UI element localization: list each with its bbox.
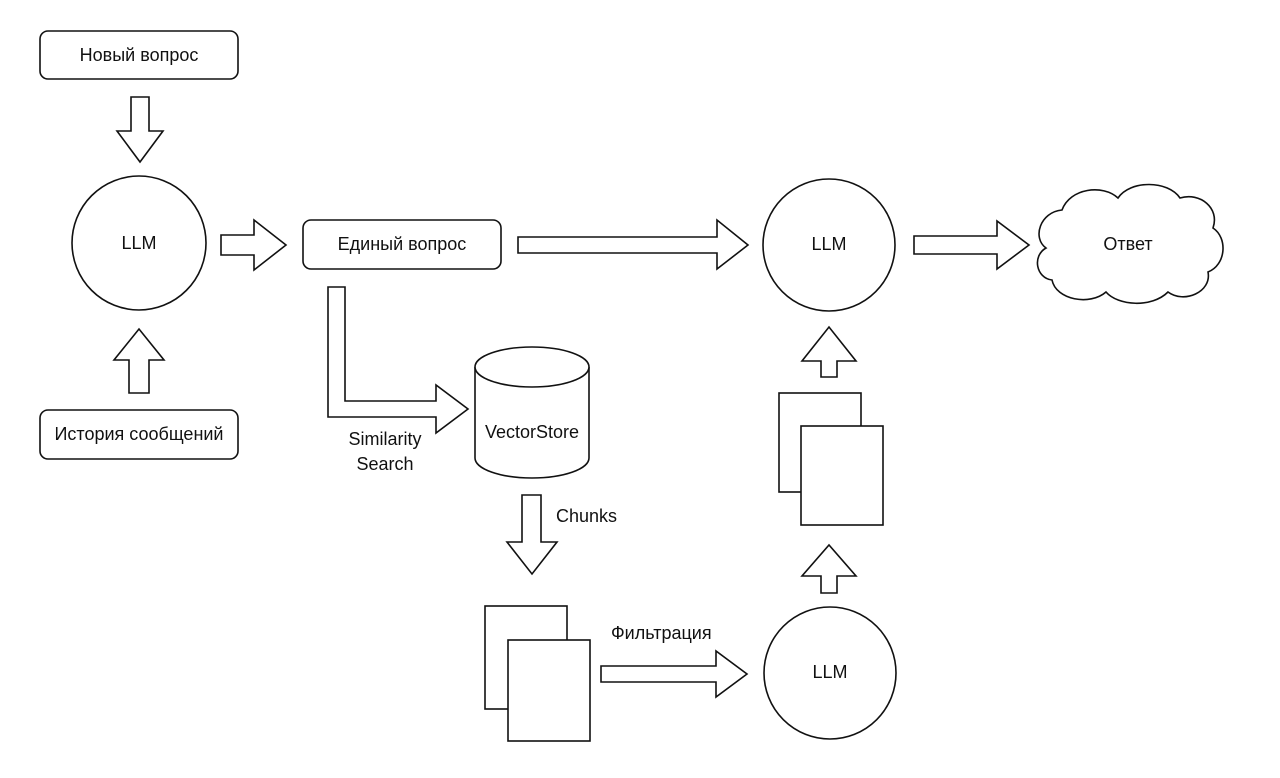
arrow-single-question-to-llm bbox=[517, 218, 750, 271]
arrow-chunks bbox=[505, 494, 559, 576]
arrow-filtered-documents-to-llm bbox=[800, 325, 858, 378]
chunk-documents-stack bbox=[484, 605, 591, 742]
message-history-node: История сообщений bbox=[39, 409, 239, 460]
arrow-llm-to-answer bbox=[913, 219, 1031, 271]
cloud-shape bbox=[1036, 183, 1224, 304]
cylinder-top bbox=[474, 346, 590, 388]
arrow-similarity-search bbox=[327, 286, 470, 435]
llm-bottom-label: LLM bbox=[812, 662, 847, 682]
document-front bbox=[507, 639, 591, 742]
vectorstore-label: VectorStore bbox=[485, 422, 579, 442]
llm-left-label: LLM bbox=[121, 233, 156, 253]
cylinder-body bbox=[474, 367, 590, 479]
filtration-label: Фильтрация bbox=[611, 623, 712, 643]
answer-label: Ответ bbox=[1103, 234, 1152, 254]
arrow-history-to-llm bbox=[112, 327, 166, 394]
arrow-llm-to-single-question bbox=[220, 218, 288, 272]
arrow-new-question-to-llm bbox=[115, 96, 165, 164]
llm-top-right-label: LLM bbox=[811, 234, 846, 254]
llm-left-node: LLM bbox=[71, 175, 207, 311]
new-question-label: Новый вопрос bbox=[80, 45, 199, 65]
llm-top-right-node: LLM bbox=[762, 178, 896, 312]
message-history-label: История сообщений bbox=[54, 424, 223, 444]
filtered-document-front bbox=[800, 425, 884, 526]
arrow-llm-to-filtered-documents bbox=[800, 543, 858, 594]
similarity-label-line1: Similarity bbox=[348, 429, 421, 449]
chunks-label: Chunks bbox=[556, 506, 617, 526]
similarity-label-line2: Search bbox=[356, 454, 413, 474]
new-question-node: Новый вопрос bbox=[39, 30, 239, 80]
filtered-documents-stack bbox=[778, 392, 884, 526]
single-question-node: Единый вопрос bbox=[302, 219, 502, 270]
vectorstore-node: VectorStore bbox=[474, 346, 590, 479]
arrow-filtration bbox=[600, 649, 749, 699]
single-question-label: Единый вопрос bbox=[338, 234, 467, 254]
answer-cloud-node: Ответ bbox=[1036, 183, 1224, 304]
llm-bottom-node: LLM bbox=[763, 606, 897, 740]
